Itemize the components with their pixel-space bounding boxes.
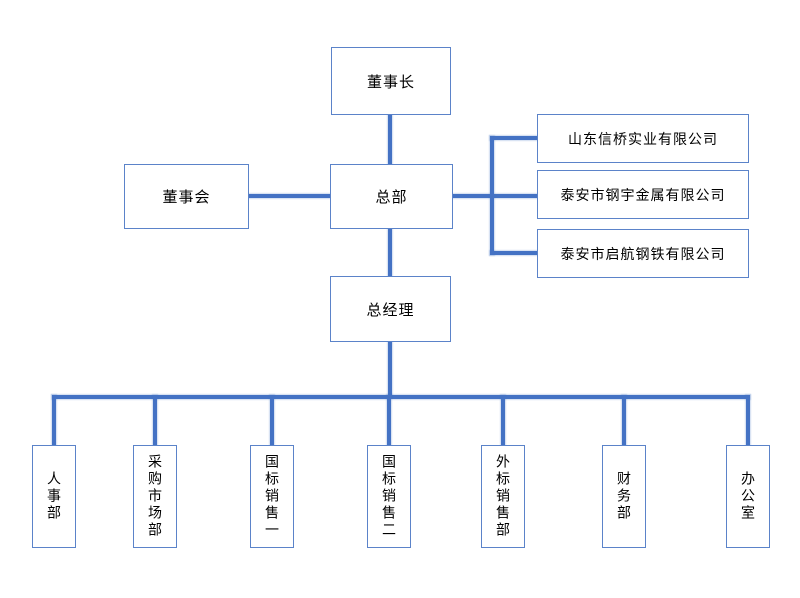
department-label: 采购市场部 (147, 454, 163, 539)
subsidiary-box-2: 泰安市启航钢铁有限公司 (537, 229, 749, 278)
subsidiary-label: 泰安市钢宇金属有限公司 (560, 186, 726, 203)
chairman-box: 董事长 (331, 47, 451, 115)
connector-board-headquarters (249, 194, 330, 198)
connector-subsidiary-bus-vertical (490, 136, 494, 255)
general-manager-box: 总经理 (330, 276, 451, 342)
connector-drop-dept-4 (501, 395, 505, 445)
connector-gm-bus (388, 342, 392, 397)
department-box-5: 财务部 (602, 445, 646, 548)
connector-department-bus (52, 395, 750, 399)
headquarters-label: 总部 (375, 189, 408, 206)
connector-subsidiary-branch-bottom (490, 251, 538, 255)
department-box-1: 采购市场部 (133, 445, 177, 548)
department-label: 外标销售部 (495, 454, 511, 539)
department-label: 办公室 (740, 471, 756, 522)
department-box-2: 国标销售一 (250, 445, 294, 548)
department-label: 国标销售二 (381, 454, 397, 539)
subsidiary-label: 山东信桥实业有限公司 (568, 130, 718, 147)
subsidiary-box-0: 山东信桥实业有限公司 (537, 114, 749, 163)
connector-drop-dept-1 (153, 395, 157, 445)
board-label: 董事会 (162, 189, 211, 206)
department-box-3: 国标销售二 (367, 445, 411, 548)
subsidiary-label: 泰安市启航钢铁有限公司 (560, 245, 726, 262)
department-label: 财务部 (616, 471, 632, 522)
headquarters-box: 总部 (330, 164, 453, 229)
connector-drop-dept-2 (270, 395, 274, 445)
connector-drop-dept-0 (52, 395, 56, 445)
chairman-label: 董事长 (366, 73, 415, 91)
connector-drop-dept-6 (746, 395, 750, 445)
department-label: 人事部 (46, 471, 62, 522)
department-box-0: 人事部 (32, 445, 76, 548)
department-box-4: 外标销售部 (481, 445, 525, 548)
connector-subsidiary-branch-top (490, 136, 538, 140)
connector-headquarters-gm (388, 229, 392, 276)
connector-drop-dept-5 (622, 395, 626, 445)
connector-headquarters-subsidiary-2 (453, 194, 538, 198)
department-label: 国标销售一 (264, 454, 280, 539)
board-box: 董事会 (124, 164, 249, 229)
department-box-6: 办公室 (726, 445, 770, 548)
connector-chairman-headquarters (388, 115, 392, 164)
general-manager-label: 总经理 (366, 301, 415, 319)
connector-drop-dept-3 (387, 395, 391, 445)
subsidiary-box-1: 泰安市钢宇金属有限公司 (537, 170, 749, 219)
